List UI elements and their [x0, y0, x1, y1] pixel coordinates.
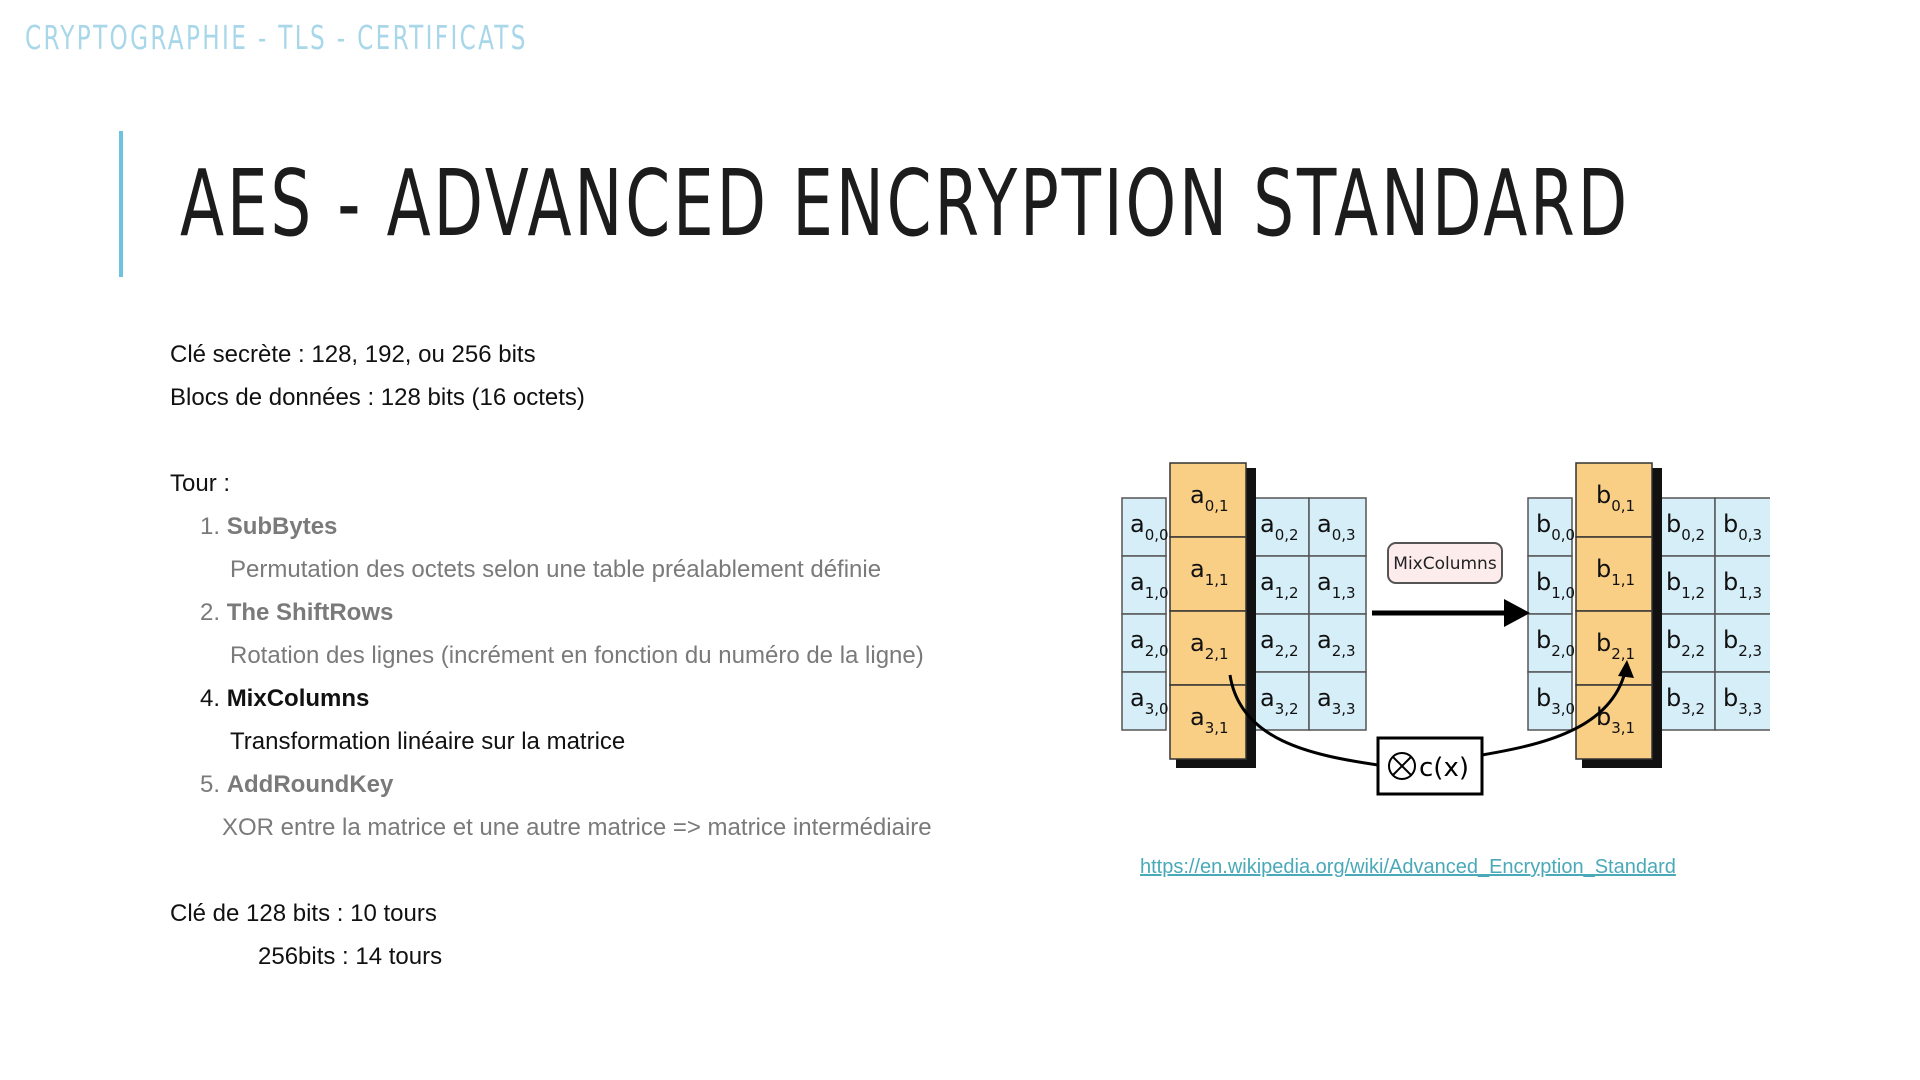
matrix-cell [1308, 555, 1367, 615]
matrix-cell [1121, 555, 1167, 615]
output-curve-arrowhead [1618, 660, 1634, 678]
step-name: MixColumns [226, 685, 370, 712]
step-mixcolumns: 4. MixColumns [170, 677, 932, 720]
highlight-column-cell [1575, 610, 1653, 686]
mixcolumns-label-box [1387, 542, 1503, 584]
matrix-cell [1251, 613, 1310, 673]
matrix-cell [1527, 497, 1573, 557]
mixcolumns-label: MixColumns [1393, 554, 1497, 574]
step-addroundkey: 5. AddRoundKey [170, 763, 932, 806]
title-accent-bar [119, 131, 123, 277]
section-header: CRYPTOGRAPHIE - TLS - CERTIFICATS [25, 18, 528, 57]
step-number: 5. [200, 771, 221, 798]
highlight-column-cell [1169, 536, 1247, 612]
transform-arrow-head [1504, 599, 1530, 627]
highlight-column-cell [1169, 684, 1247, 760]
step-subbytes-desc: Permutation des octets selon une table p… [230, 556, 882, 583]
slide-title: AES - ADVANCED ENCRYPTION STANDARD [180, 150, 1630, 257]
matrix-cell [1714, 671, 1770, 731]
step-number: 4. [200, 685, 221, 712]
matrix-cell [1121, 671, 1167, 731]
rounds-128-line: Clé de 128 bits : 10 tours [170, 900, 437, 927]
matrix-cell [1251, 555, 1310, 615]
rounds-256-line: 256bits : 14 tours [258, 943, 443, 970]
spacer [170, 419, 932, 462]
slide-content: Clé secrète : 128, 192, ou 256 bits Bloc… [170, 333, 932, 978]
matrix-cell [1121, 613, 1167, 673]
key-size-line: Clé secrète : 128, 192, ou 256 bits [170, 341, 536, 368]
tour-label: Tour : [170, 470, 231, 497]
step-name: SubBytes [226, 513, 338, 540]
step-name: The ShiftRows [226, 599, 394, 626]
output-curve [1481, 671, 1627, 757]
step-subbytes: 1. SubBytes [170, 505, 932, 548]
cx-function-label: c(x) [1419, 753, 1469, 783]
step-name: AddRoundKey [226, 771, 394, 798]
matrix-cell [1657, 497, 1716, 557]
block-size-line: Blocs de données : 128 bits (16 octets) [170, 384, 585, 411]
step-number: 2. [200, 599, 221, 626]
matrix-cell [1308, 613, 1367, 673]
step-addroundkey-desc: XOR entre la matrice et une autre matric… [222, 814, 932, 841]
matrix-cell [1657, 671, 1716, 731]
matrix-cell [1714, 497, 1770, 557]
step-number: 1. [200, 513, 221, 540]
matrix-cell [1527, 671, 1573, 731]
highlight-column-cell [1169, 610, 1247, 686]
step-mixcolumns-desc: Transformation linéaire sur la matrice [230, 728, 626, 755]
step-shiftrows: 2. The ShiftRows [170, 591, 932, 634]
matrix-cell [1308, 497, 1367, 557]
otimes-icon-stroke [1392, 756, 1412, 776]
wikipedia-link[interactable]: https://en.wikipedia.org/wiki/Advanced_E… [1140, 856, 1676, 878]
spacer [170, 849, 932, 892]
input-curve [1228, 674, 1379, 767]
matrix-cell [1308, 671, 1367, 731]
step-shiftrows-desc: Rotation des lignes (incrément en foncti… [230, 642, 924, 669]
matrix-cell [1121, 497, 1167, 557]
